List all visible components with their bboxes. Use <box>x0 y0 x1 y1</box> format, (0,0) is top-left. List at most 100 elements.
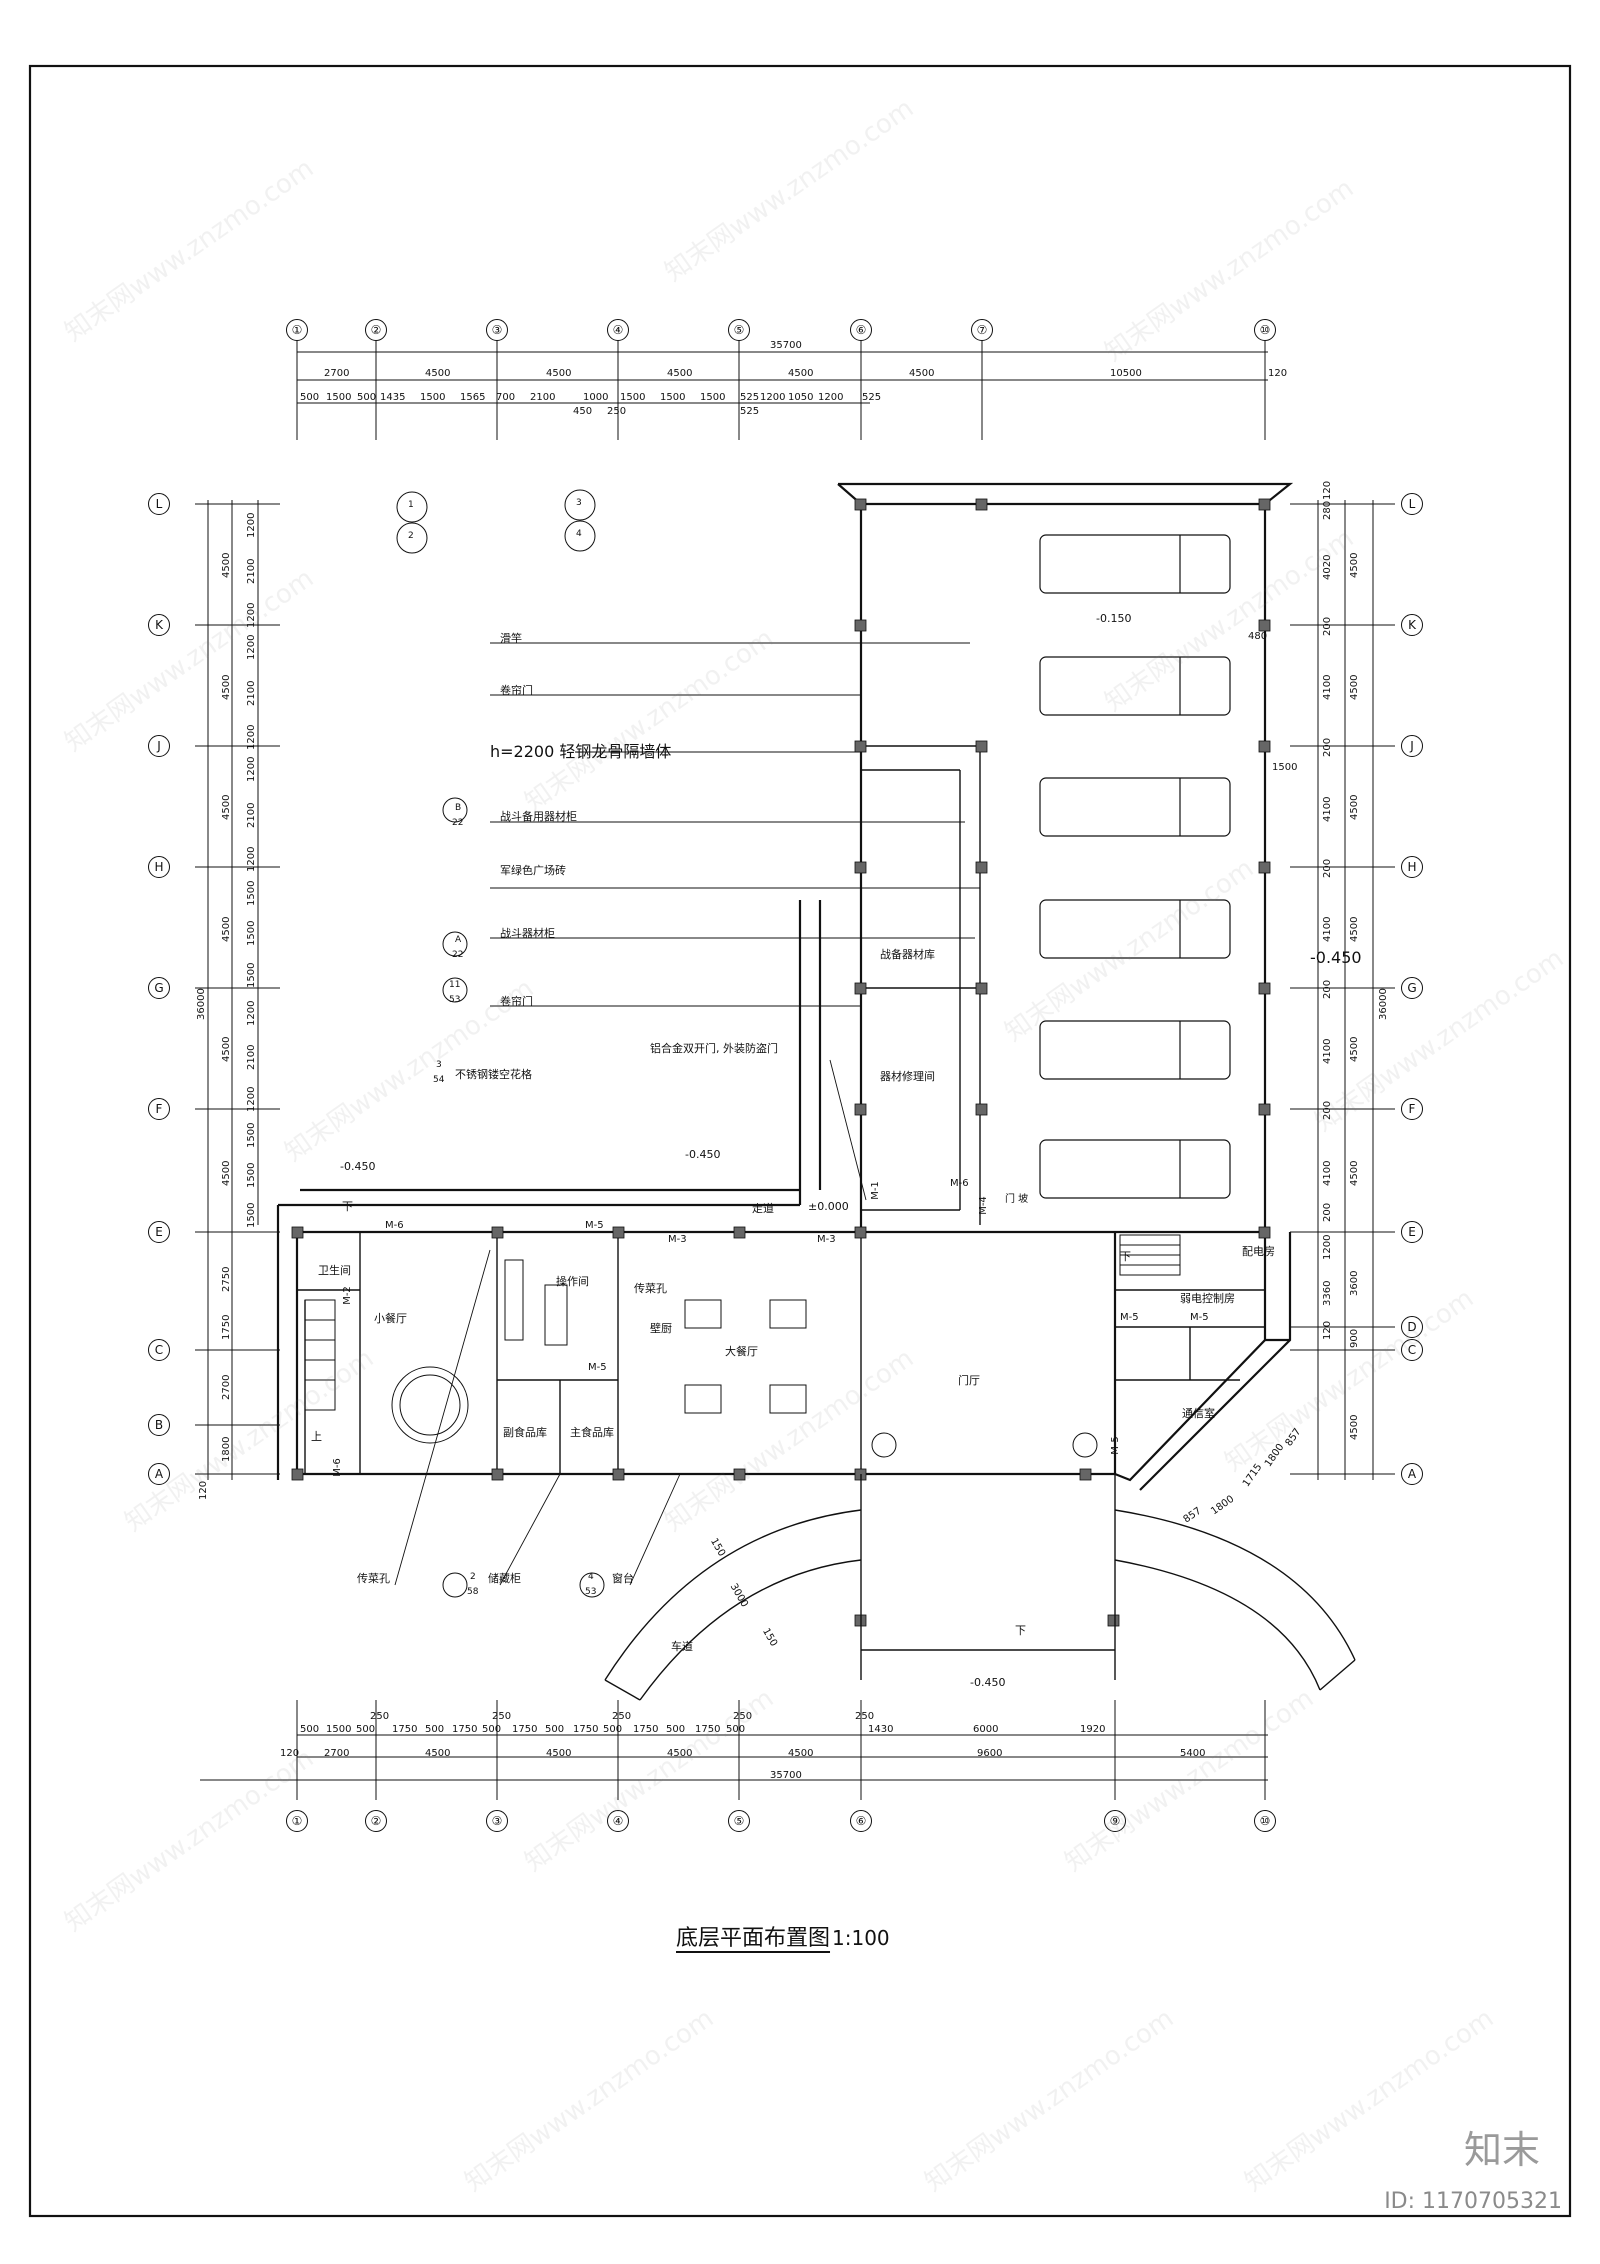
dim-bottom-detail: 500 <box>726 1724 746 1735</box>
callout-ref-top: A <box>455 935 462 945</box>
callout-ref-bottom: 22 <box>452 950 464 960</box>
dim-bottom-axis: 4500 <box>667 1748 693 1759</box>
dim-top-detail: 1200 <box>818 392 844 403</box>
axis-bubble-top-6: ⑥ <box>850 319 872 341</box>
dim-left-detail: 2100 <box>246 680 257 706</box>
sheet-frame <box>28 64 1572 2218</box>
axis-bubble-right-E: E <box>1401 1221 1423 1243</box>
dim-bottom-detail: 500 <box>603 1724 623 1735</box>
stair-down-mark: 下 <box>342 1200 353 1213</box>
callout-roller-door: 卷帘门 <box>500 684 533 697</box>
drawing-title-text: 底层平面布置图 <box>676 1926 831 1951</box>
dim-top-detail: 1435 <box>380 392 406 403</box>
axis-bubble-bottom-2: ② <box>365 1810 387 1832</box>
room-label-main-dining: 大餐厅 <box>725 1345 758 1358</box>
axis-bubble-right-A: A <box>1401 1463 1423 1485</box>
callout-floor-tile: 军绿色广场砖 <box>500 864 566 877</box>
axis-bubble-bottom-3: ③ <box>486 1810 508 1832</box>
dim-bottom-detail: 500 <box>482 1724 502 1735</box>
dim-bottom-detail: 1750 <box>695 1724 721 1735</box>
callout-ref-bottom: 54 <box>433 1075 445 1085</box>
dim-right-detail: 280 <box>1322 500 1333 520</box>
dim-left-detail: 1500 <box>246 920 257 946</box>
dim-bottom-detail: 1750 <box>633 1724 659 1735</box>
dim-left-detail: 1200 <box>246 1000 257 1026</box>
dining-furniture <box>391 1259 1098 1458</box>
dim-right-axis: 4500 <box>1349 794 1360 820</box>
dim-left-total: 36000 <box>196 988 207 1020</box>
dim-top-total: 35700 <box>770 340 802 351</box>
drawing-scale: 1:100 <box>832 1926 890 1950</box>
axis-bubble-left-B: B <box>148 1414 170 1436</box>
dimension-lines-right <box>1290 500 1395 1480</box>
dim-top-axis: 4500 <box>546 368 572 379</box>
dim-top-axis: 4500 <box>425 368 451 379</box>
callout-storage-cabinet: 储藏柜 <box>488 1572 521 1585</box>
dim-right-misc: 480 <box>1248 631 1268 642</box>
axis-bubble-bottom-9: ⑨ <box>1104 1810 1126 1832</box>
entrance-canopy <box>604 1474 1356 1701</box>
dim-top-detail: 1565 <box>460 392 486 403</box>
dim-right-axis: 4500 <box>1349 916 1360 942</box>
dim-bottom-detail: 500 <box>356 1724 376 1735</box>
callout-ref-bottom: 58 <box>467 1587 479 1597</box>
dim-bottom-detail: 1750 <box>512 1724 538 1735</box>
dim-left-detail: 2100 <box>246 558 257 584</box>
dim-right-detail: 200 <box>1322 858 1333 878</box>
dim-bottom-axis: 4500 <box>788 1748 814 1759</box>
door-tag: M-5 <box>1190 1312 1209 1323</box>
dim-left-axis: 2750 <box>221 1266 232 1292</box>
dim-right-misc: 1500 <box>1272 762 1298 773</box>
dim-left-detail: 1500 <box>246 962 257 988</box>
index-symbol-label: 4 <box>576 529 582 539</box>
dim-right-detail: 200 <box>1322 616 1333 636</box>
callout-ref-top: 3 <box>436 1060 442 1070</box>
dim-top-axis: 4500 <box>667 368 693 379</box>
dim-left-axis: 4500 <box>221 552 232 578</box>
image-id: ID: 1170705321 <box>1384 2189 1562 2214</box>
callout-ref-top: B <box>455 803 462 813</box>
dim-bottom-small: 250 <box>612 1711 632 1722</box>
room-label-corridor: 走道 <box>752 1202 774 1215</box>
dim-bottom-detail: 500 <box>666 1724 686 1735</box>
axis-bubble-top-5: ⑤ <box>728 319 750 341</box>
door-tag: M-5 <box>588 1362 607 1373</box>
axis-bubble-left-K: K <box>148 614 170 636</box>
dim-top-axis: 10500 <box>1110 368 1142 379</box>
dim-left-detail: 1500 <box>246 1162 257 1188</box>
callout-steel-lattice: 不锈钢镂空花格 <box>455 1068 532 1081</box>
axis-bubble-bottom-5: ⑤ <box>728 1810 750 1832</box>
dim-top-detail: 500 <box>300 392 320 403</box>
elevation-mark: -0.450 <box>970 1676 1006 1689</box>
dim-top-detail: 525 <box>740 392 760 403</box>
room-label-power-room: 配电房 <box>1242 1245 1275 1258</box>
callout-spare-cabinet: 战斗备用器材柜 <box>500 810 577 823</box>
dim-right-detail: 200 <box>1322 737 1333 757</box>
dim-left-axis: 4500 <box>221 916 232 942</box>
door-tag: M-6 <box>385 1220 404 1231</box>
room-label-small-dining: 小餐厅 <box>374 1312 407 1325</box>
dim-top-detail: 1500 <box>700 392 726 403</box>
dim-top-detail: 700 <box>496 392 516 403</box>
dim-top-detail: 1200 <box>760 392 786 403</box>
axis-bubble-right-C: C <box>1401 1339 1423 1361</box>
leader-lines <box>394 642 980 1586</box>
elevation-mark: -0.450 <box>340 1160 376 1173</box>
dimension-lines-top <box>296 340 1268 440</box>
dim-bottom-detail: 1750 <box>392 1724 418 1735</box>
index-symbol-label: 1 <box>408 500 414 510</box>
dim-bottom-detail: 1920 <box>1080 1724 1106 1735</box>
door-tag: M-2 <box>341 1286 353 1305</box>
dim-bottom-axis: 9600 <box>977 1748 1003 1759</box>
elevation-mark: ±0.000 <box>808 1200 849 1213</box>
callout-ref-top: 11 <box>449 980 461 990</box>
dim-top-detail: 1500 <box>420 392 446 403</box>
axis-bubble-left-H: H <box>148 856 170 878</box>
dimension-lines-left <box>195 500 280 1480</box>
door-tag-ramp: 门 坡 <box>1005 1194 1029 1205</box>
axis-bubble-left-L: L <box>148 493 170 515</box>
axis-bubble-left-F: F <box>148 1098 170 1120</box>
axis-bubble-bottom-10: ⑩ <box>1254 1810 1276 1832</box>
dim-bottom-detail: 6000 <box>973 1724 999 1735</box>
axis-bubble-top-7: ⑦ <box>971 319 993 341</box>
